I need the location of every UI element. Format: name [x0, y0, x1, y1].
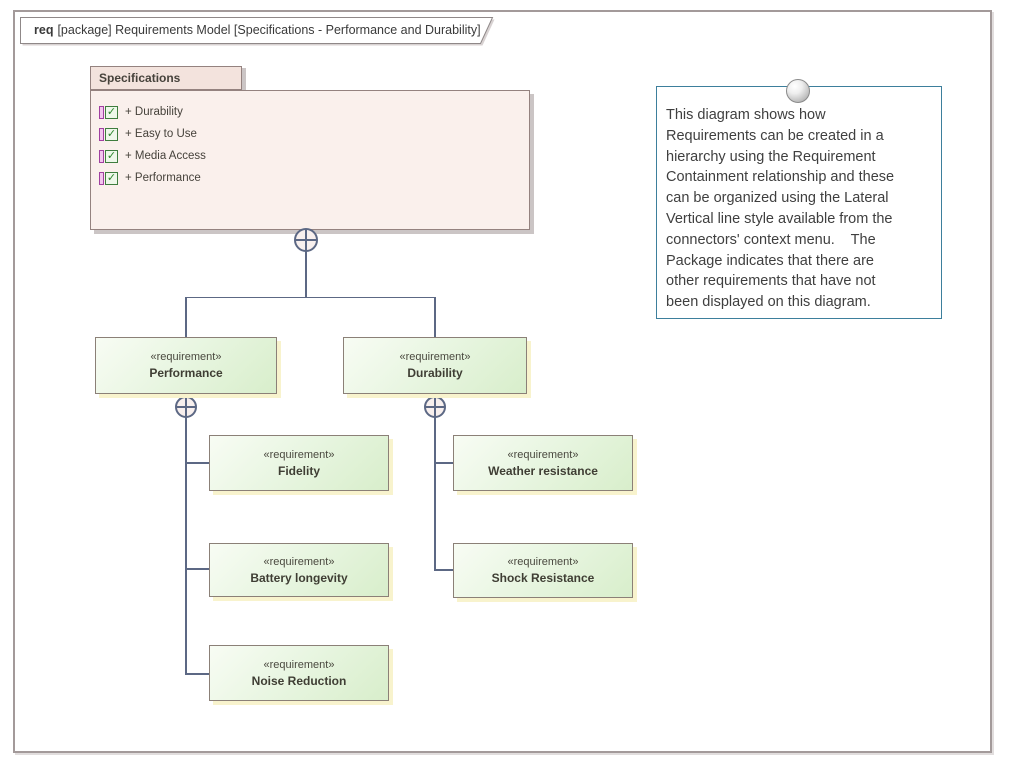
containment-connector[interactable] [434, 417, 436, 571]
requirement-name: Performance [149, 366, 223, 380]
containment-connector[interactable] [434, 296, 436, 338]
requirement-performance[interactable]: «requirement» Performance [95, 337, 277, 394]
stereotype-label: «requirement» [263, 448, 335, 461]
attribute-label: + Media Access [125, 150, 206, 162]
package-attribute-row[interactable]: ✓ + Media Access [99, 145, 206, 167]
containment-connector[interactable] [434, 569, 454, 571]
attribute-label: + Performance [125, 172, 201, 184]
attribute-checkbox-icon: ✓ [99, 127, 118, 141]
stereotype-label: «requirement» [263, 658, 335, 671]
containment-connector[interactable] [185, 296, 187, 338]
stereotype-label: «requirement» [507, 556, 579, 568]
requirement-name: Fidelity [277, 463, 320, 478]
frame-title: req[package] Requirements Model [Specifi… [34, 17, 481, 43]
attribute-checkbox-icon: ✓ [99, 105, 118, 119]
containment-connector[interactable] [305, 251, 307, 298]
containment-connector[interactable] [185, 673, 210, 675]
containment-connector[interactable] [185, 568, 210, 570]
package-body[interactable]: ✓ + Durability ✓ + Easy to Use ✓ + Media… [90, 90, 530, 230]
note-pin-sphere-icon [786, 79, 810, 103]
checkbox-checked-icon: ✓ [105, 105, 118, 119]
stereotype-label: «requirement» [507, 448, 579, 461]
requirement-shock-resistance[interactable]: «requirement» Shock Resistance [453, 543, 633, 598]
requirement-name: Weather resistance [488, 463, 598, 478]
package-name: Specifications [99, 71, 181, 85]
attribute-label: + Durability [125, 106, 183, 118]
containment-connector[interactable] [185, 417, 187, 675]
stereotype-label: «requirement» [150, 351, 222, 363]
checkbox-checked-icon: ✓ [105, 149, 118, 163]
requirement-battery-longevity[interactable]: «requirement» Battery longevity [209, 543, 389, 597]
containment-connector[interactable] [185, 462, 210, 464]
requirement-name: Battery longevity [250, 570, 348, 585]
frame-tab-shape [20, 17, 495, 46]
requirement-durability[interactable]: «requirement» Durability [343, 337, 527, 394]
package-attribute-row[interactable]: ✓ + Durability [99, 101, 183, 123]
containment-circle-plus-icon[interactable] [175, 396, 197, 418]
attribute-checkbox-icon: ✓ [99, 171, 118, 185]
frame-label-tab[interactable]: req[package] Requirements Model [Specifi… [20, 17, 498, 49]
checkbox-checked-icon: ✓ [105, 171, 118, 185]
containment-circle-plus-icon[interactable] [294, 228, 318, 252]
requirement-fidelity[interactable]: «requirement» Fidelity [209, 435, 389, 491]
attribute-label: + Easy to Use [125, 128, 197, 140]
frame-keyword: req [34, 23, 54, 37]
containment-connector[interactable] [185, 296, 436, 298]
package-attribute-row[interactable]: ✓ + Easy to Use [99, 123, 197, 145]
package-attribute-row[interactable]: ✓ + Performance [99, 167, 201, 189]
attribute-bar-icon [99, 127, 104, 141]
attribute-bar-icon [99, 105, 104, 119]
containment-connector[interactable] [434, 462, 454, 464]
attribute-bar-icon [99, 149, 104, 163]
containment-circle-plus-icon[interactable] [424, 396, 446, 418]
stereotype-label: «requirement» [399, 351, 471, 363]
attribute-bar-icon [99, 171, 104, 185]
package-tab[interactable]: Specifications [90, 66, 242, 90]
requirement-name: Durability [407, 366, 463, 380]
frame-tab-outline [20, 17, 494, 44]
diagram-note[interactable]: This diagram shows how Requirements can … [656, 86, 942, 319]
note-text: This diagram shows how Requirements can … [666, 107, 895, 311]
requirement-noise-reduction[interactable]: «requirement» Noise Reduction [209, 645, 389, 701]
attribute-checkbox-icon: ✓ [99, 149, 118, 163]
stereotype-label: «requirement» [263, 555, 335, 568]
requirement-weather-resistance[interactable]: «requirement» Weather resistance [453, 435, 633, 491]
requirement-name: Shock Resistance [491, 571, 595, 585]
frame-title-text: [package] Requirements Model [Specificat… [57, 23, 481, 37]
checkbox-checked-icon: ✓ [105, 127, 118, 141]
requirement-name: Noise Reduction [251, 673, 347, 688]
